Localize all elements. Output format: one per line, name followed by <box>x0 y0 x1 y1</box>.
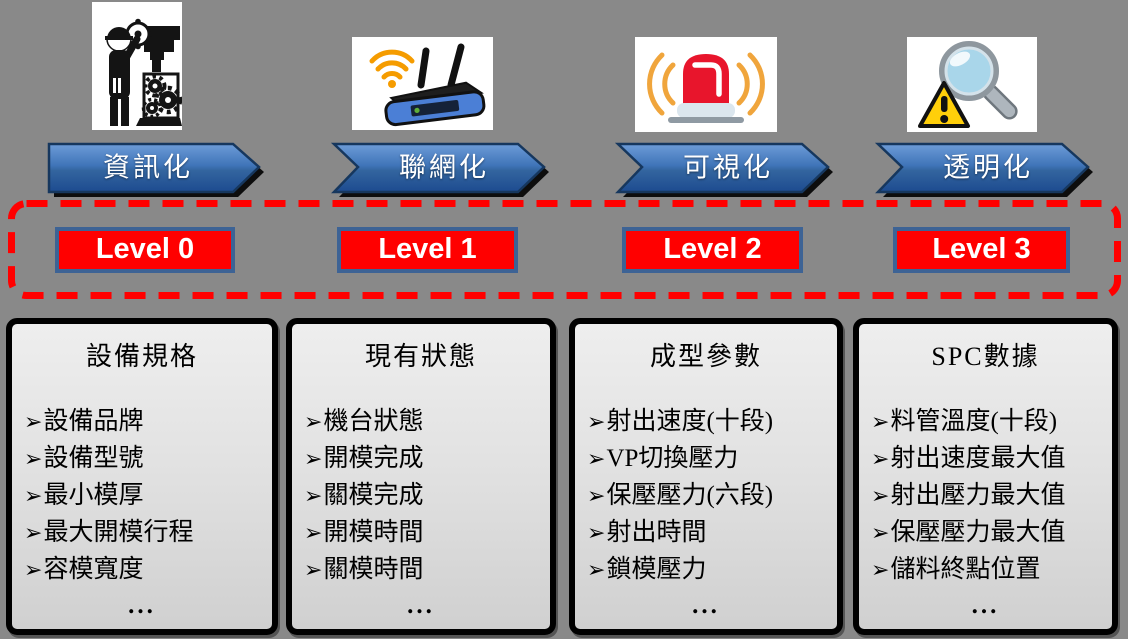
phase-label: 聯網化 <box>399 152 489 183</box>
info-box-current-status: 現有狀態 ➢機台狀態 ➢開模完成 ➢關模完成 ➢開模時間 ➢關模時間 ... <box>286 318 556 635</box>
list-item: ➢射出速度(十段) <box>587 408 774 435</box>
list-item: ➢機台狀態 <box>304 408 424 435</box>
bullet-arrow-icon: ➢ <box>587 446 606 471</box>
worker-machine-icon <box>92 2 182 130</box>
box-item-list: ➢料管溫度(十段) ➢射出速度最大值 ➢射出壓力最大值 ➢保壓壓力最大值 ➢儲料… <box>859 403 1112 588</box>
box-title: 設備規格 <box>85 342 198 371</box>
info-box-equipment-spec: 設備規格 ➢設備品牌 ➢設備型號 ➢最小模厚 ➢最大開模行程 ➢容模寬度 ... <box>6 318 278 635</box>
bullet-arrow-icon: ➢ <box>304 446 323 471</box>
level-badge-2: Level 2 <box>622 227 803 273</box>
phase-arrow-2: 可視化 <box>614 141 833 199</box>
bullet-arrow-icon: ➢ <box>587 557 606 582</box>
list-item: ➢射出時間 <box>587 519 707 546</box>
bullet-arrow-icon: ➢ <box>871 446 890 471</box>
bullet-arrow-icon: ➢ <box>24 409 43 434</box>
bullet-arrow-icon: ➢ <box>587 520 606 545</box>
info-box-spc-data: SPC數據 ➢料管溫度(十段) ➢射出速度最大值 ➢射出壓力最大值 ➢保壓壓力最… <box>853 318 1118 635</box>
bullet-arrow-icon: ➢ <box>871 409 890 434</box>
list-item: ➢保壓壓力最大值 <box>871 519 1066 546</box>
level-badge-0: Level 0 <box>55 227 235 273</box>
bullet-arrow-icon: ➢ <box>24 520 43 545</box>
magnifier-warning-icon <box>907 37 1037 132</box>
bullet-arrow-icon: ➢ <box>304 520 323 545</box>
phase-label: 資訊化 <box>103 152 193 183</box>
alarm-light-icon <box>635 37 777 132</box>
bullet-arrow-icon: ➢ <box>587 483 606 508</box>
bullet-arrow-icon: ➢ <box>24 483 43 508</box>
list-item: ➢設備型號 <box>24 445 144 472</box>
box-item-list: ➢機台狀態 ➢開模完成 ➢關模完成 ➢開模時間 ➢關模時間 <box>292 403 550 588</box>
bullet-arrow-icon: ➢ <box>24 446 43 471</box>
bullet-arrow-icon: ➢ <box>871 520 890 545</box>
bullet-arrow-icon: ➢ <box>871 557 890 582</box>
ellipsis-more: ... <box>692 592 720 619</box>
list-item: ➢VP切換壓力 <box>587 445 739 472</box>
list-item: ➢設備品牌 <box>24 408 144 435</box>
list-item: ➢射出壓力最大值 <box>871 482 1066 509</box>
wifi-router-icon <box>352 37 493 130</box>
ellipsis-more: ... <box>407 592 435 619</box>
bullet-arrow-icon: ➢ <box>304 409 323 434</box>
list-item: ➢關模時間 <box>304 556 424 583</box>
list-item: ➢最大開模行程 <box>24 519 194 546</box>
list-item: ➢保壓壓力(六段) <box>587 482 774 509</box>
phase-arrow-0: 資訊化 <box>46 141 264 199</box>
box-title: 成型參數 <box>649 342 762 371</box>
list-item: ➢射出速度最大值 <box>871 445 1066 472</box>
box-title: 現有狀態 <box>364 342 477 371</box>
list-item: ➢最小模厚 <box>24 482 144 509</box>
box-title: SPC數據 <box>931 342 1040 371</box>
phase-label: 可視化 <box>683 152 773 183</box>
phase-arrow-1: 聯網化 <box>330 141 549 199</box>
phase-arrow-3: 透明化 <box>874 141 1093 199</box>
level-badge-1: Level 1 <box>337 227 518 273</box>
bullet-arrow-icon: ➢ <box>24 557 43 582</box>
bullet-arrow-icon: ➢ <box>871 483 890 508</box>
phase-label: 透明化 <box>943 152 1033 183</box>
info-box-molding-parameters: 成型參數 ➢射出速度(十段) ➢VP切換壓力 ➢保壓壓力(六段) ➢射出時間 ➢… <box>569 318 843 635</box>
list-item: ➢鎖模壓力 <box>587 556 707 583</box>
list-item: ➢開模完成 <box>304 445 424 472</box>
bullet-arrow-icon: ➢ <box>304 557 323 582</box>
list-item: ➢開模時間 <box>304 519 424 546</box>
box-item-list: ➢設備品牌 ➢設備型號 ➢最小模厚 ➢最大開模行程 ➢容模寬度 <box>12 403 272 588</box>
list-item: ➢容模寬度 <box>24 556 144 583</box>
bullet-arrow-icon: ➢ <box>304 483 323 508</box>
level-badge-3: Level 3 <box>893 227 1070 273</box>
bullet-arrow-icon: ➢ <box>587 409 606 434</box>
ellipsis-more: ... <box>971 592 1000 619</box>
list-item: ➢關模完成 <box>304 482 424 509</box>
list-item: ➢料管溫度(十段) <box>871 408 1058 435</box>
box-item-list: ➢射出速度(十段) ➢VP切換壓力 ➢保壓壓力(六段) ➢射出時間 ➢鎖模壓力 <box>575 403 837 588</box>
list-item: ➢儲料終點位置 <box>871 556 1041 583</box>
ellipsis-more: ... <box>128 592 156 619</box>
